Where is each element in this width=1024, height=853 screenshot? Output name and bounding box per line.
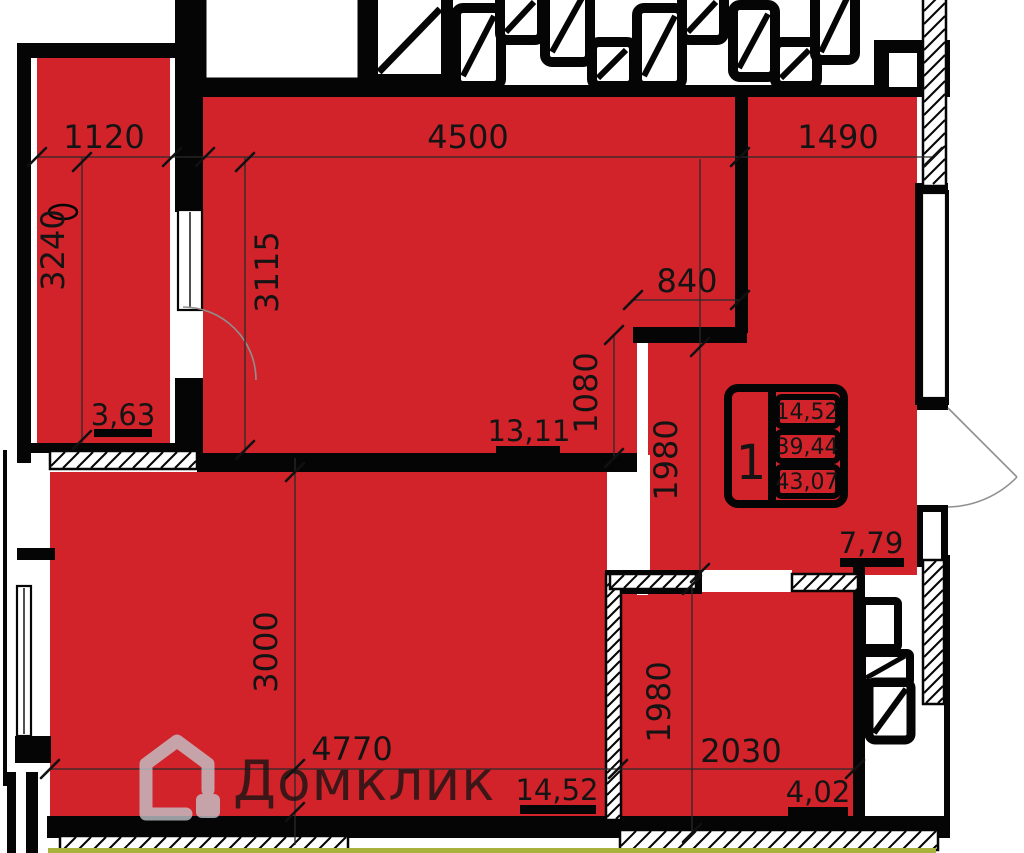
area-label-bath: 4,02: [786, 775, 851, 816]
hatched-wall: [923, 0, 946, 185]
svg-text:14,52: 14,52: [515, 773, 598, 807]
dim-bedroom-height: 3115: [248, 231, 286, 312]
accent-strip: [48, 848, 936, 853]
legend-area: 39,44: [776, 435, 839, 460]
legend-box: 1 14,52 39,44 43,07: [724, 384, 848, 508]
wall-left-living-top: [17, 548, 55, 560]
door-arc-entry: [947, 407, 1018, 508]
room-closet: [37, 58, 170, 443]
dim-living-width: 4770: [311, 730, 392, 768]
legend-apartment-number: 1: [736, 435, 767, 491]
balcony-rail-1: [7, 772, 16, 853]
dim-closet-height: 3240: [34, 209, 72, 290]
svg-text:7,79: 7,79: [839, 526, 904, 560]
wall-bedroom-living: [197, 453, 637, 472]
hatched-wall: [923, 560, 944, 704]
wall-entry-top-stub: [917, 398, 948, 410]
window-hall-right: [920, 191, 948, 400]
hatched-wall: [50, 451, 197, 469]
hatched-wall: [620, 830, 938, 850]
shaft-block-window: [889, 53, 917, 87]
watermark-house-dot: [196, 794, 220, 818]
watermark-text: Домклик: [233, 749, 495, 813]
balcony-rail-2: [26, 772, 38, 853]
washer-icon: [864, 677, 916, 745]
area-label-living: 14,52: [515, 773, 599, 814]
dim-bedroom-width: 4500: [427, 118, 508, 156]
toilet-icon: [858, 597, 902, 652]
area-label-closet: 3,63: [91, 398, 156, 437]
dim-bath-height: 1980: [640, 661, 678, 742]
closet-fixture-icon: [47, 203, 79, 221]
wall-right-lower-line: [944, 555, 950, 838]
dim-hall-width: 1490: [797, 118, 878, 156]
dim-closet-width: 1120: [63, 118, 144, 156]
dim-bath-width: 2030: [700, 732, 781, 770]
door-arc-closet: [182, 306, 257, 381]
watermark-house-icon: [139, 734, 215, 821]
wall-closet-top: [31, 43, 177, 58]
svg-text:4,02: 4,02: [786, 775, 851, 809]
elevator-shaft-icon: [366, 0, 453, 86]
shaft-symbols: [451, 0, 860, 91]
corridor-opening: [637, 343, 648, 595]
svg-text:13,11: 13,11: [487, 414, 570, 448]
wall-right-window-cap: [915, 183, 948, 193]
wall-right-jamb-left: [915, 190, 923, 405]
vent-shaft-icon: [193, 0, 371, 91]
wall-left-upper: [17, 43, 31, 463]
dimension-ticks: [26, 146, 944, 844]
legend-living-area: 14,52: [776, 400, 839, 425]
bathroom-door-opening: [702, 570, 792, 592]
room-bathroom: [622, 590, 855, 820]
wall-bedroom-left-stub: [175, 378, 203, 453]
dim-niche-height: 1080: [567, 352, 605, 433]
wall-top: [197, 85, 950, 97]
watermark: Домклик: [139, 734, 495, 821]
legend-total-area: 43,07: [776, 470, 839, 495]
balcony-rail-left: [3, 450, 7, 786]
wall-closet-bottom: [31, 443, 177, 453]
hatched-wall: [921, 558, 946, 706]
hatched-wall: [792, 574, 858, 591]
dimension-lines: [37, 156, 933, 845]
dim-niche-width: 840: [656, 262, 717, 300]
area-label-hall: 7,79: [839, 526, 904, 567]
entry-frame-inner: [923, 512, 941, 560]
dim-living-height: 3000: [247, 611, 285, 692]
svg-text:3,63: 3,63: [91, 398, 156, 432]
dim-hall-depth: 1980: [647, 419, 685, 500]
window-living-left: [15, 584, 33, 738]
hatched-wall: [606, 574, 621, 820]
area-label-bedroom: 13,11: [487, 414, 571, 454]
window-bedroom-left: [176, 208, 204, 312]
wall-niche-horizontal: [633, 327, 747, 343]
wall-left-corner: [15, 736, 51, 763]
